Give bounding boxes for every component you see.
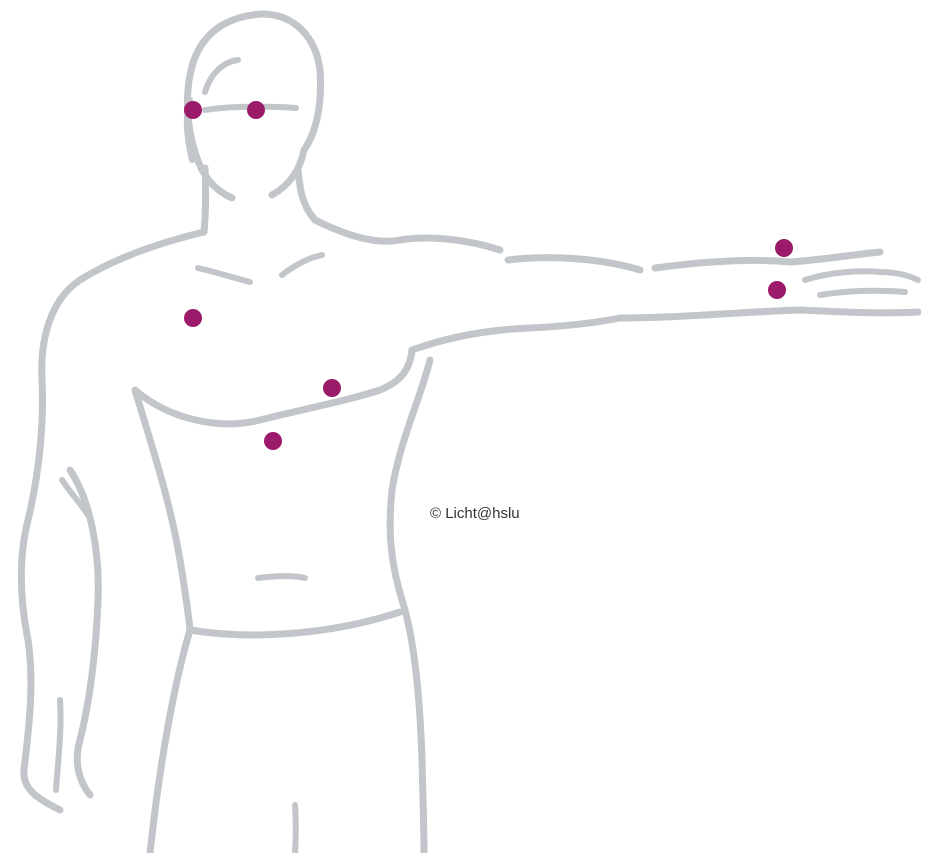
body-outline xyxy=(21,14,918,853)
right-forearm-upper xyxy=(655,252,880,268)
marker-group xyxy=(184,101,793,450)
waistband xyxy=(190,612,400,635)
right-shoulder-top xyxy=(315,220,500,250)
marker-head-center xyxy=(247,101,265,119)
pectoral-top-right xyxy=(282,255,322,275)
pectoral-top-left xyxy=(198,268,250,282)
torso-right xyxy=(390,360,430,853)
right-arm-upper xyxy=(508,258,640,270)
left-forearm-line xyxy=(56,700,61,790)
marker-sternum-lower xyxy=(264,432,282,450)
marker-wrist-lower xyxy=(768,281,786,299)
left-shoulder xyxy=(21,232,204,810)
neck-left xyxy=(204,168,206,232)
marker-chest-lower-right xyxy=(323,379,341,397)
copyright-label: © Licht@hslu xyxy=(430,505,520,522)
neck-right xyxy=(298,170,315,220)
right-arm-lower xyxy=(412,310,918,350)
hair-line xyxy=(205,60,238,92)
left-inner-arm xyxy=(70,470,98,795)
marker-chest-upper-left xyxy=(184,309,202,327)
pectoral-line xyxy=(135,350,412,424)
torso-left xyxy=(135,390,190,853)
right-hand-fingers xyxy=(805,271,918,295)
marker-wrist-upper xyxy=(775,239,793,257)
navel-line xyxy=(258,576,305,578)
marker-head-left xyxy=(184,101,202,119)
trouser-inseam xyxy=(295,805,296,853)
